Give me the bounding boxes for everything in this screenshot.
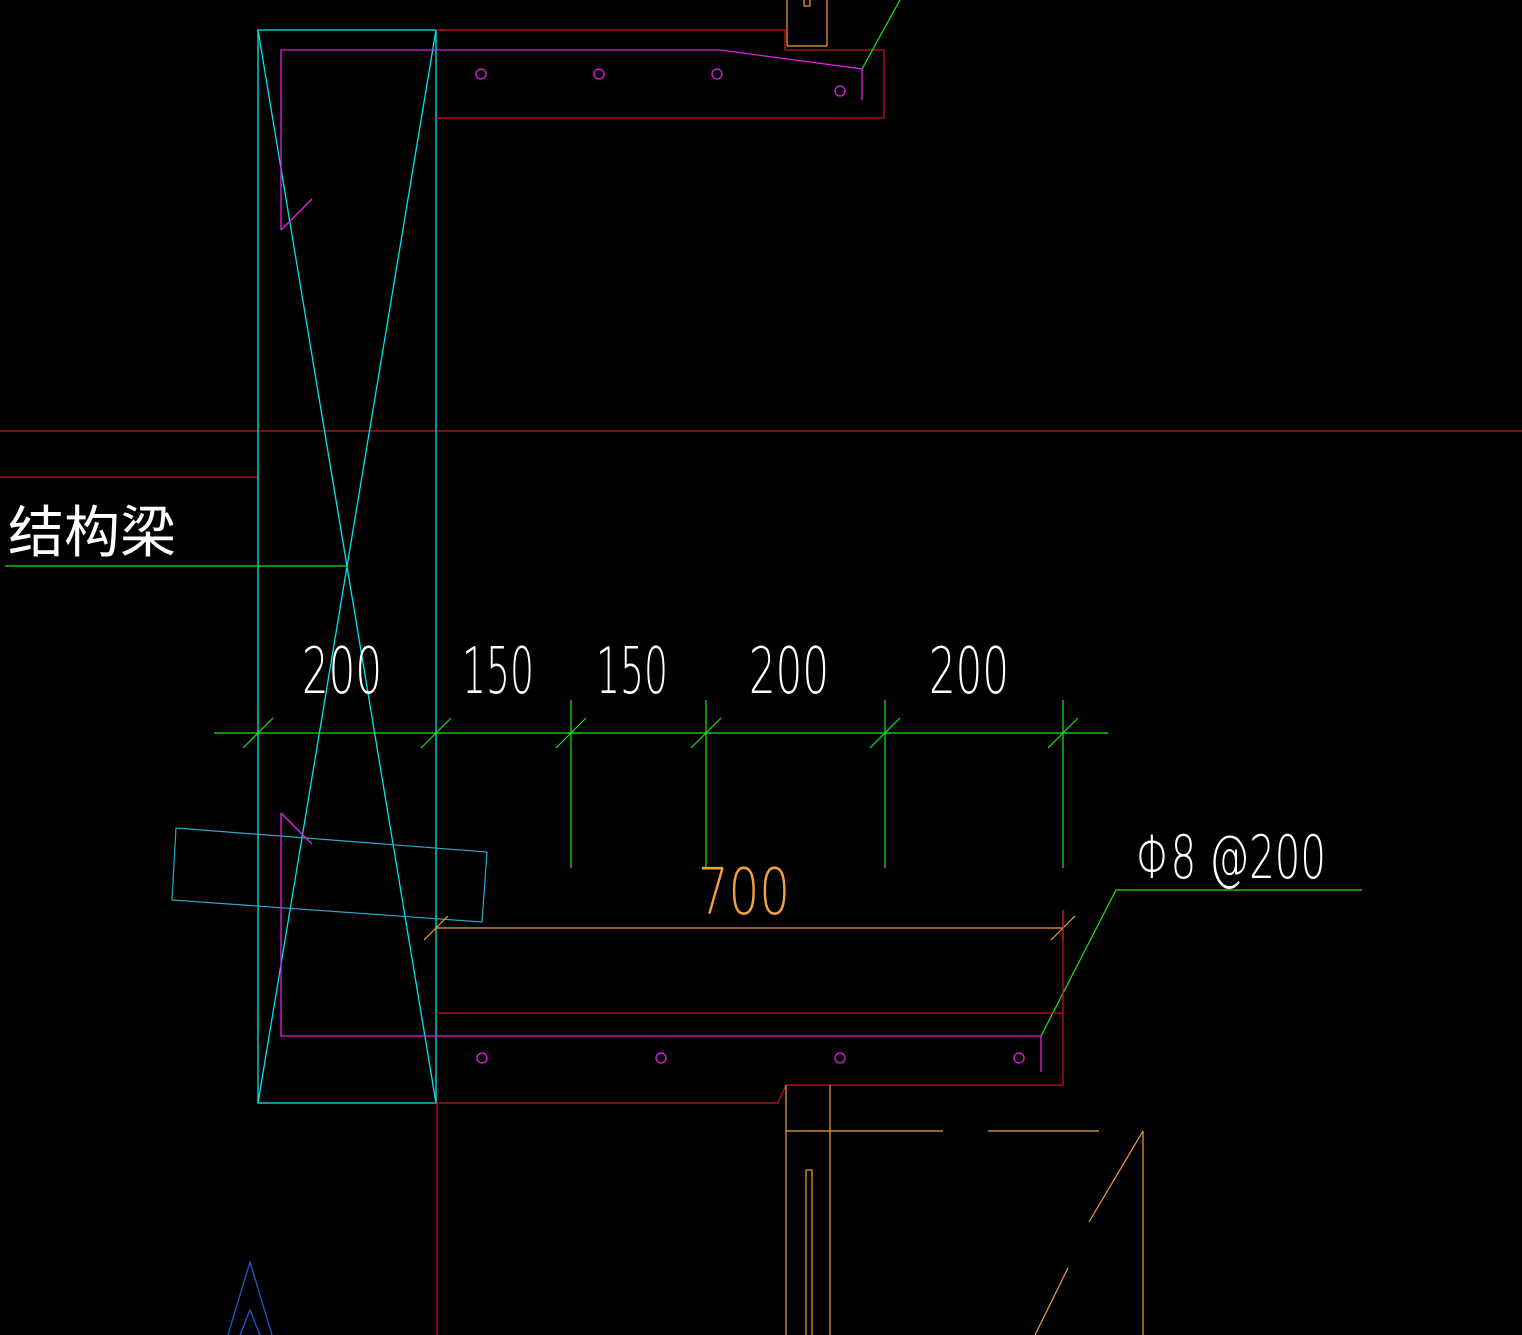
tilted-block bbox=[171, 827, 488, 923]
dimension-text-1: 200 bbox=[302, 635, 382, 709]
top-rebar-dots bbox=[475, 68, 846, 97]
dimension-text-3: 150 bbox=[596, 635, 668, 709]
overall-dimension-text: 700 bbox=[698, 856, 790, 930]
top-rebar bbox=[280, 49, 863, 230]
dimension-text-5: 200 bbox=[929, 635, 1009, 709]
top-leader-line bbox=[861, 0, 901, 70]
beam-label: 结构梁 bbox=[8, 501, 176, 566]
bottom-rebar-hook bbox=[280, 812, 313, 845]
top-window-frame bbox=[786, 0, 828, 47]
top-rebar-hook bbox=[280, 198, 313, 231]
bottom-window-frame bbox=[785, 1085, 1144, 1335]
dimension-text-2: 150 bbox=[462, 635, 534, 709]
dimension-text-4: 200 bbox=[749, 635, 829, 709]
blue-marker-symbol bbox=[227, 1259, 273, 1335]
top-slab-outline bbox=[436, 29, 885, 119]
bottom-rebar-dots bbox=[476, 1052, 1025, 1064]
bottom-slab-outline bbox=[436, 910, 1064, 1104]
bottom-rebar bbox=[280, 813, 1042, 1072]
rebar-note-leader bbox=[1040, 889, 1362, 1037]
rebar-note: Φ8 @200 bbox=[1136, 823, 1326, 893]
dimension-chain bbox=[214, 700, 1108, 868]
